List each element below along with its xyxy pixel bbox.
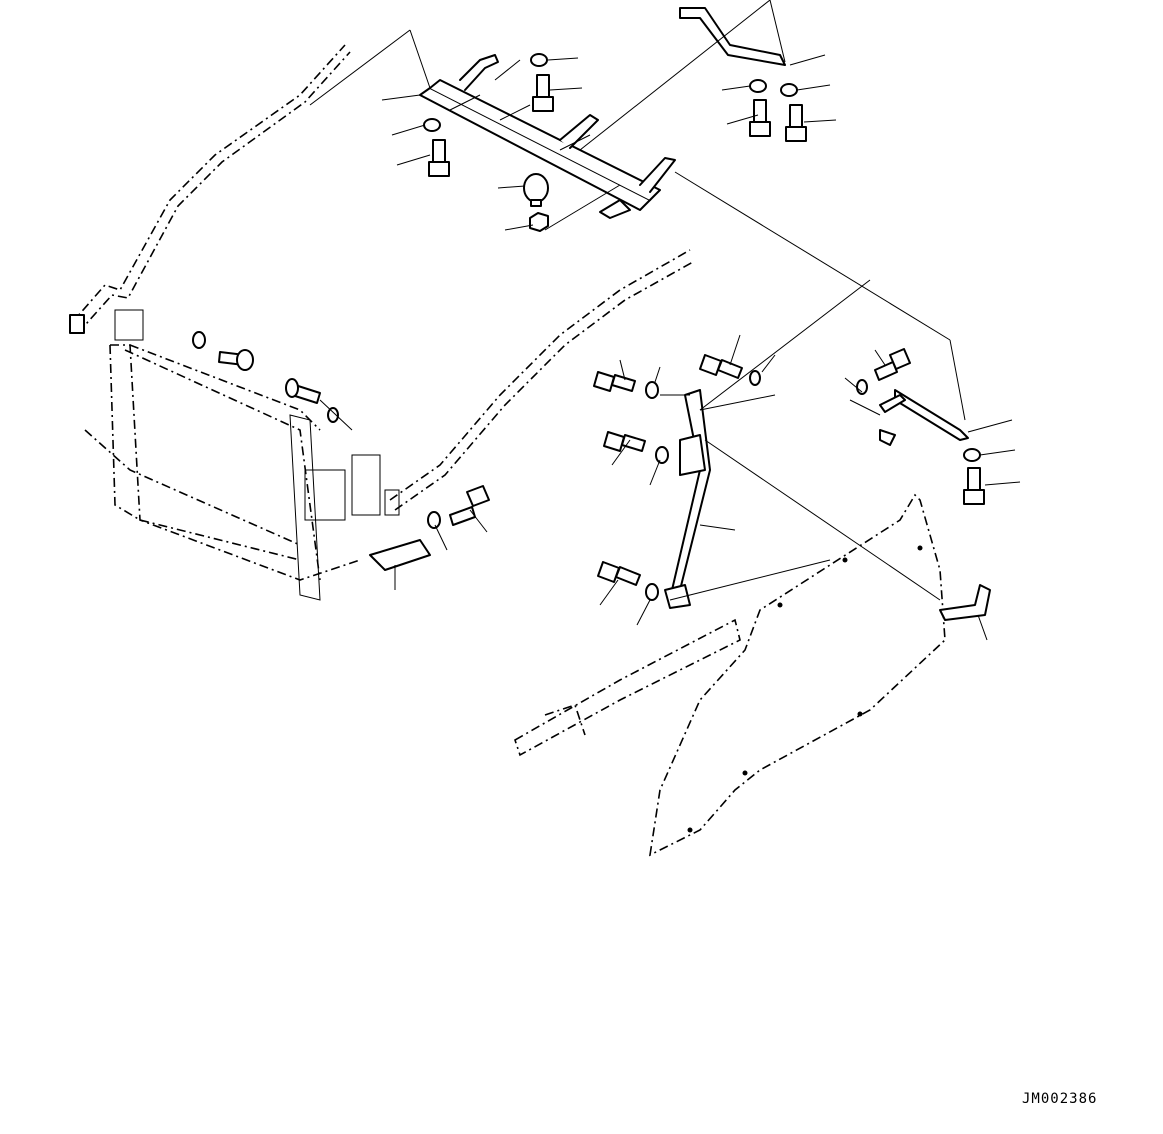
lower-rail [515, 620, 740, 755]
cap-nut [524, 174, 548, 206]
bolt [964, 468, 984, 504]
upper-beam-bracket [420, 55, 675, 218]
bolt [286, 379, 320, 403]
bolts [219, 75, 984, 585]
top-rail [70, 45, 350, 333]
stay-rod [665, 390, 710, 608]
leader-lines [382, 55, 1020, 640]
bolt [594, 372, 635, 391]
lower-left-bracket [370, 540, 430, 570]
bolt [875, 349, 910, 380]
bolt [533, 75, 553, 111]
nut [530, 213, 548, 231]
bolt [786, 105, 806, 141]
bolt [598, 562, 640, 585]
reference-lines [310, 0, 965, 600]
bolt [450, 486, 489, 525]
washers [193, 54, 980, 600]
bolt [219, 350, 253, 370]
bolt [750, 100, 770, 136]
front-frame [85, 310, 380, 600]
grip-handle [940, 585, 990, 620]
side-panel [650, 495, 945, 855]
middle-rail [385, 250, 693, 515]
right-bracket [880, 390, 968, 445]
bolt [429, 140, 449, 176]
bolt [700, 355, 742, 378]
top-right-bracket [680, 8, 785, 65]
bolt [604, 432, 645, 451]
drawing-code: JM002386 [1022, 1091, 1098, 1107]
